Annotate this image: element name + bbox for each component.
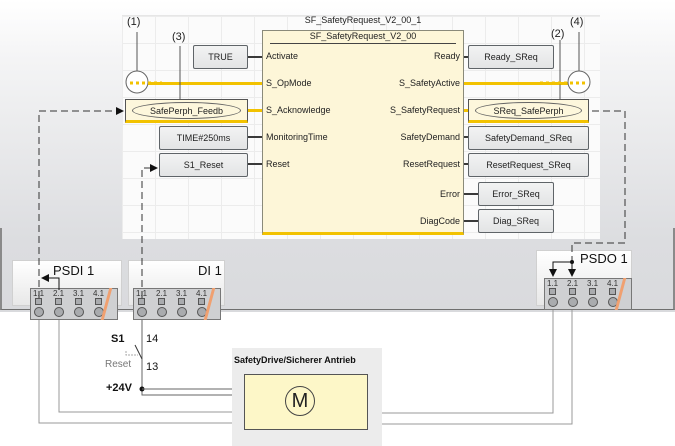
wire-psdo-2-1 xyxy=(368,310,573,425)
psdi-terminal-label-2-1: 2.1 xyxy=(53,289,65,298)
hardware-panel-frame xyxy=(0,228,675,310)
di-terminal-screw-1-1[interactable] xyxy=(137,307,147,317)
psdo-terminal-screw-2-1[interactable] xyxy=(568,297,578,307)
psdi-terminal-screw-1-1[interactable] xyxy=(34,307,44,317)
psdi-terminal-led-3-1 xyxy=(75,298,82,305)
fb-output-safetydemand: SafetyDemand xyxy=(400,132,460,142)
psdo-terminal-label-4-1: 4.1 xyxy=(607,279,619,288)
psdo-terminal-led-2-1 xyxy=(569,288,576,295)
fb-output-error: Error xyxy=(440,189,460,199)
supply-24v-label: +24V xyxy=(106,382,132,394)
fb-output-ready: Ready xyxy=(433,51,460,61)
callout-4: (4) xyxy=(570,16,584,28)
di-terminal-label-3-1: 3.1 xyxy=(176,289,188,298)
feedback-signal-path xyxy=(38,107,124,298)
module-psdo-1-label: PSDO 1 xyxy=(580,251,628,266)
reset-signal-path xyxy=(141,164,158,298)
fb-input-reset: Reset xyxy=(266,159,290,169)
fb-output-diagcode: DiagCode xyxy=(419,216,460,226)
safety-drive-title: SafetyDrive/Sicherer Antrieb xyxy=(234,355,356,365)
wire-reset xyxy=(248,163,262,165)
contact-13-label: 13 xyxy=(146,361,159,373)
function-block[interactable] xyxy=(262,30,464,235)
di-terminal-screw-3-1[interactable] xyxy=(177,307,187,317)
wire-psdo-1-1 xyxy=(368,310,554,414)
callout-3: (3) xyxy=(172,31,186,43)
var-ready-sreq[interactable]: Ready_SReq xyxy=(468,45,554,69)
fb-instance-name: SF_SafetyRequest_V2_00_1 xyxy=(304,15,422,25)
var-sreq-safeperph[interactable]: SReq_SafePerph xyxy=(468,99,589,123)
callout-2: (2) xyxy=(551,28,565,40)
psdi-terminal-label-3-1: 3.1 xyxy=(73,289,85,298)
wire-s-safetyactive xyxy=(464,82,574,85)
var-activate-true[interactable]: TRUE xyxy=(193,45,248,69)
psdi-terminal-label-4-1: 4.1 xyxy=(93,289,105,298)
switch-s1-label: S1 xyxy=(111,333,125,345)
module-di-1-label: DI 1 xyxy=(198,263,222,278)
wire-error xyxy=(464,193,478,195)
wire-activate xyxy=(248,56,262,58)
psdi-terminal-led-4-1 xyxy=(95,298,102,305)
psdo-terminal-label-3-1: 3.1 xyxy=(587,279,599,288)
psdo-terminal-led-4-1 xyxy=(609,288,616,295)
wire-24v-supply xyxy=(141,320,244,396)
di-terminal-screw-2-1[interactable] xyxy=(157,307,167,317)
var-diag-sreq[interactable]: Diag_SReq xyxy=(478,209,554,233)
psdo-terminal-label-2-1: 2.1 xyxy=(567,279,579,288)
psdo-terminal-led-1-1 xyxy=(549,288,556,295)
psdi-terminal-screw-2-1[interactable] xyxy=(54,307,64,317)
var-safeperph-feedb[interactable]: SafePerph_Feedb xyxy=(125,99,248,123)
wire-psdi-1-1 xyxy=(38,320,244,424)
var-resetrequest-sreq[interactable]: ResetRequest_SReq xyxy=(468,153,589,177)
motor-icon: M xyxy=(285,386,315,416)
di-terminal-led-2-1 xyxy=(158,298,165,305)
psdo-terminal-screw-3-1[interactable] xyxy=(588,297,598,307)
wire-monitoring-time xyxy=(248,136,262,138)
switch-s1-sublabel: Reset xyxy=(105,359,132,370)
di-terminal-led-1-1 xyxy=(138,298,145,305)
module-psdi-1-label: PSDI 1 xyxy=(53,263,95,278)
wire-diagcode xyxy=(464,220,478,222)
request-signal-path xyxy=(571,110,626,262)
contact-14-label: 14 xyxy=(146,333,159,345)
var-safetydemand-sreq[interactable]: SafetyDemand_SReq xyxy=(468,126,589,150)
var-error-sreq[interactable]: Error_SReq xyxy=(478,182,554,206)
di-terminal-label-4-1: 4.1 xyxy=(196,289,208,298)
var-s1-reset[interactable]: S1_Reset xyxy=(159,153,248,177)
wire-psdi-2-1 xyxy=(58,320,244,413)
fb-output-s-safetyactive: S_SafetyActive xyxy=(398,78,460,88)
wire-s-opmode xyxy=(148,82,262,85)
fb-type-name: SF_SafetyRequest_V2_00 xyxy=(309,31,417,41)
var-safeperph-feedb-label: SafePerph_Feedb xyxy=(132,102,241,119)
fb-input-s-opmode: S_OpMode xyxy=(266,78,312,88)
var-monitoring-time[interactable]: TIME#250ms xyxy=(159,126,248,150)
wire-s-acknowledge xyxy=(248,109,262,112)
psdo-terminal-led-3-1 xyxy=(589,288,596,295)
psdo-terminal-label-1-1: 1.1 xyxy=(547,279,559,288)
fb-output-s-safetyrequest: S_SafetyRequest xyxy=(389,105,460,115)
fb-input-s-acknowledge: S_Acknowledge xyxy=(266,105,331,115)
callout-1: (1) xyxy=(127,16,141,28)
psdo-terminal-screw-1-1[interactable] xyxy=(548,297,558,307)
di-terminal-led-4-1 xyxy=(198,298,205,305)
psdi-terminal-screw-3-1[interactable] xyxy=(74,307,84,317)
fb-input-activate: Activate xyxy=(266,51,299,61)
fb-input-monitoring-time: MonitoringTime xyxy=(266,132,328,142)
fb-output-resetrequest: ResetRequest xyxy=(402,159,460,169)
switch-s1-contact xyxy=(134,344,143,360)
var-sreq-safeperph-label: SReq_SafePerph xyxy=(475,102,582,119)
psdi-terminal-led-1-1 xyxy=(35,298,42,305)
di-terminal-label-2-1: 2.1 xyxy=(156,289,168,298)
fb-header-separator xyxy=(270,43,456,44)
di-terminal-led-3-1 xyxy=(178,298,185,305)
psdi-terminal-led-2-1 xyxy=(55,298,62,305)
